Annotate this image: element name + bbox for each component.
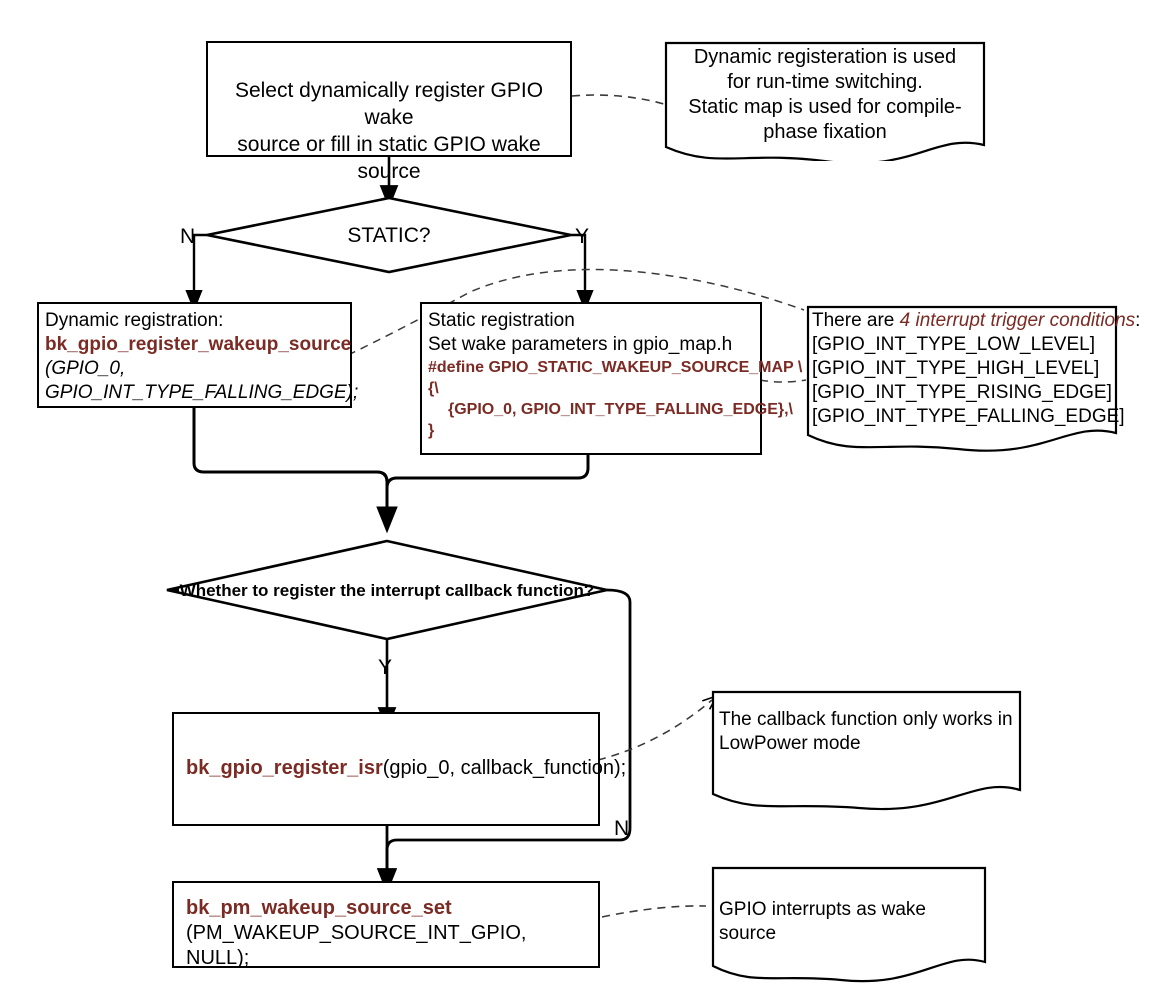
dynamic-box-line-1: Dynamic registration: bbox=[45, 310, 224, 331]
dynamic-box-arg-2: GPIO_INT_TYPE_FALLING_EDGE); bbox=[45, 382, 359, 403]
node-dynamic-box[interactable]: Dynamic registration: bk_gpio_register_w… bbox=[37, 302, 359, 408]
isr-box-fn-name: bk_gpio_register_isr bbox=[186, 757, 383, 779]
wakeup-box-args: (PM_WAKEUP_SOURCE_INT_GPIO, NULL); bbox=[186, 922, 527, 969]
decision-callback-label: Whether to register the interrupt callba… bbox=[179, 581, 595, 600]
wakeup-box-fn-name: bk_pm_wakeup_source_set bbox=[186, 897, 452, 919]
leader-isr-to-note-callback bbox=[597, 700, 712, 761]
start-box-line-2: source or fill in static GPIO wake sourc… bbox=[237, 133, 541, 183]
node-isr-box[interactable]: bk_gpio_register_isr(gpio_0, callback_fu… bbox=[172, 712, 626, 826]
note-triggers-intro: There are 4 interrupt trigger conditions… bbox=[812, 309, 1140, 333]
static-box-line-2: Set wake parameters in gpio_map.h bbox=[428, 334, 733, 355]
note-triggers-intro-suffix: : bbox=[1135, 310, 1141, 331]
note-top-line-1: Dynamic registeration is used bbox=[693, 46, 957, 68]
leader-static-to-note-triggers bbox=[759, 379, 807, 383]
static-box-code-2: {\ bbox=[428, 380, 439, 397]
note-callback-line-1: The callback function only works in bbox=[719, 709, 1013, 730]
note-callback-line-2: LowPower mode bbox=[719, 733, 861, 754]
node-note-top[interactable]: Dynamic registeration is used for run-ti… bbox=[664, 41, 986, 161]
dynamic-box-fn-name: bk_gpio_register_wakeup_source bbox=[45, 334, 352, 355]
node-note-triggers[interactable]: There are 4 interrupt trigger conditions… bbox=[806, 305, 1140, 452]
node-static-box[interactable]: Static registration Set wake parameters … bbox=[420, 302, 803, 455]
edge-dynamic-to-merge bbox=[192, 408, 398, 534]
note-triggers-item-2: [GPIO_INT_TYPE_RISING_EDGE] bbox=[812, 382, 1112, 403]
note-triggers-item-0: [GPIO_INT_TYPE_LOW_LEVEL] bbox=[812, 334, 1095, 355]
node-start-box[interactable]: Select dynamically register GPIO wake so… bbox=[206, 41, 572, 183]
note-triggers-intro-emphasis: 4 interrupt trigger conditions bbox=[899, 310, 1136, 331]
node-decision-static[interactable]: STATIC? bbox=[207, 198, 571, 272]
edge-static-no bbox=[185, 233, 207, 312]
note-triggers-item-3: [GPIO_INT_TYPE_FALLING_EDGE] bbox=[812, 406, 1125, 427]
node-decision-callback[interactable]: Whether to register the interrupt callba… bbox=[167, 541, 607, 639]
static-box-code-4: } bbox=[428, 422, 435, 439]
edge-static-to-merge bbox=[385, 455, 590, 519]
isr-box-args: (gpio_0, callback_function); bbox=[382, 757, 627, 779]
note-top-line-2: for run-time switching. bbox=[727, 71, 923, 93]
start-box-line-1: Select dynamically register GPIO wake bbox=[234, 79, 544, 129]
node-note-callback[interactable]: The callback function only works in LowP… bbox=[711, 690, 1022, 814]
static-box-code-3: {GPIO_0, GPIO_INT_TYPE_FALLING_EDGE},\ bbox=[448, 401, 793, 418]
static-box-code-1: #define GPIO_STATIC_WAKEUP_SOURCE_MAP \ bbox=[428, 359, 803, 376]
leader-wakeup-to-note-wakesource bbox=[601, 905, 707, 918]
note-callback-shape bbox=[711, 690, 1022, 811]
branch-label-static-yes: Y bbox=[575, 225, 590, 248]
static-box-line-1: Static registration bbox=[428, 310, 575, 331]
branch-label-callback-no: N bbox=[614, 817, 630, 840]
note-triggers-intro-prefix: There are bbox=[812, 310, 900, 331]
isr-box-statement: bk_gpio_register_isr(gpio_0, callback_fu… bbox=[186, 756, 626, 781]
note-triggers-shape bbox=[806, 305, 1118, 452]
note-top-line-4: phase fixation bbox=[763, 121, 887, 143]
note-top-line-3: Static map is used for compile- bbox=[688, 96, 962, 118]
dynamic-box-arg-1: (GPIO_0, bbox=[45, 358, 126, 379]
note-triggers-item-1: [GPIO_INT_TYPE_HIGH_LEVEL] bbox=[812, 358, 1100, 379]
node-note-wakesource[interactable]: GPIO interrupts as wake source bbox=[711, 866, 987, 984]
branch-label-callback-yes: Y bbox=[378, 656, 393, 679]
note-wakesource-line-1: GPIO interrupts as wake source bbox=[719, 899, 926, 944]
branch-label-static-no: N bbox=[180, 225, 196, 248]
leader-start-to-note bbox=[571, 94, 665, 105]
node-wakeup-box[interactable]: bk_pm_wakeup_source_set (PM_WAKEUP_SOURC… bbox=[172, 881, 600, 969]
decision-static-label: STATIC? bbox=[347, 224, 431, 247]
note-top-shape bbox=[664, 41, 986, 161]
note-wakesource-shape bbox=[711, 866, 987, 983]
